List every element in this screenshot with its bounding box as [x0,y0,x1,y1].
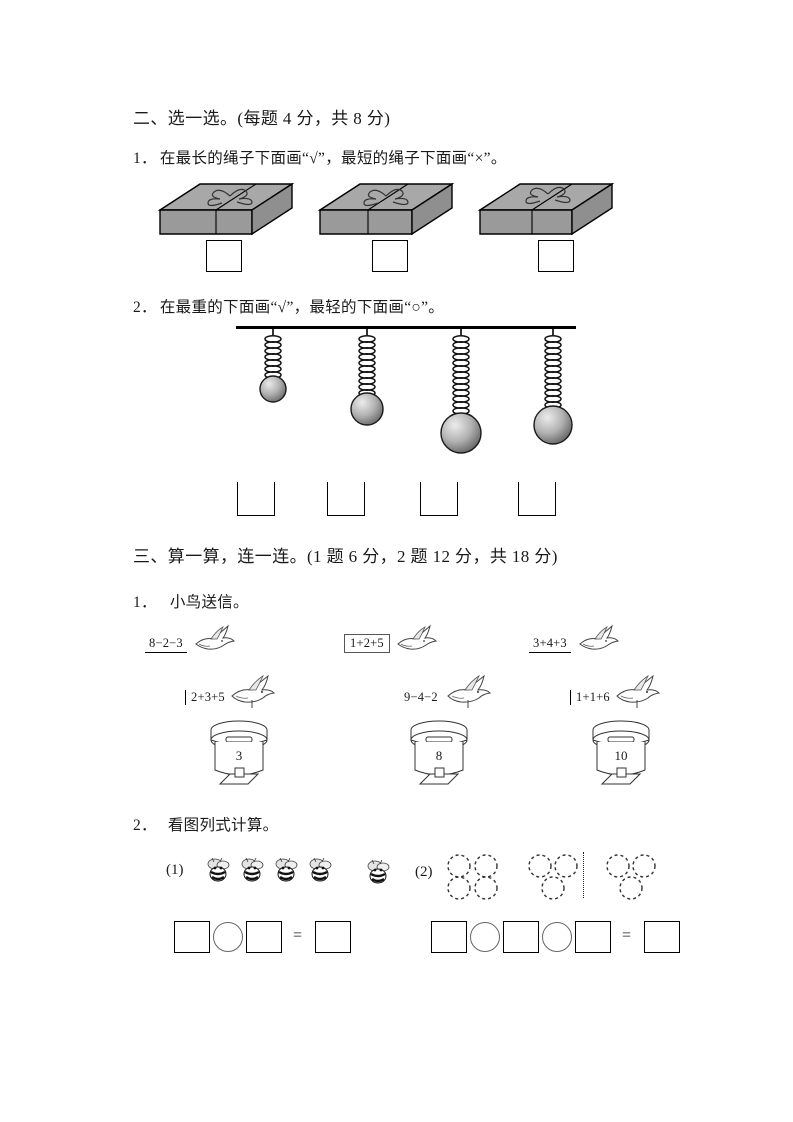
question-2-2-text: 在最重的下面画“√”，最轻的下面画“○”。 [159,299,445,316]
circle-group [443,852,505,902]
equation-slot-operator[interactable] [542,922,572,952]
bee-icon [363,858,393,888]
equation-slot-square[interactable] [246,921,282,953]
question-3-2-number: 2． [133,817,157,834]
spring-with-ball [250,329,296,429]
bee-icon [271,856,301,886]
spring-balance-diagram [228,326,580,486]
bird-icon [444,670,492,710]
expression-top[interactable]: 8−2−3 [145,636,187,653]
bee-icon [237,856,267,886]
mail-container-icon [578,716,664,794]
equation-slot-square[interactable] [315,921,351,953]
expression-bottom[interactable]: 2+3+5 [185,690,229,705]
answer-box[interactable] [372,240,408,272]
spring-with-ball [344,329,390,449]
question-2-1-line: 1．在最长的绳子下面画“√”，最短的绳子下面画“×”。 [133,146,507,168]
equation-slot-square[interactable] [503,921,539,953]
bird-icon [613,670,661,710]
circle-group [526,852,588,902]
bee-icon [305,856,335,886]
question-3-2-text: 看图列式计算。 [167,817,279,834]
question-2-1-number: 1． [133,150,157,167]
section-three-heading: 三、算一算，连一连。(1 题 6 分，2 题 12 分，共 18 分) [133,547,558,566]
bee-icon [203,856,233,886]
answer-box[interactable] [237,482,275,516]
equation-slot-operator[interactable] [470,922,500,952]
bird-icon [576,622,620,656]
answer-box[interactable] [538,240,574,272]
circle-group [604,852,666,902]
equals-sign: = [622,927,632,944]
spring-with-ball [528,329,578,469]
question-2-1-text: 在最长的绳子下面画“√”，最短的绳子下面画“×”。 [159,150,507,167]
mail-container-icon [396,716,482,794]
spring-with-ball [436,329,486,479]
group-divider [583,852,584,898]
pot-value: 8 [435,748,443,763]
subitem-2-label: (2) [415,864,433,880]
gift-box-icon [312,178,464,248]
question-3-2-line: 2． 看图列式计算。 [133,813,278,835]
question-3-1-line: 1． 小鸟送信。 [133,590,249,612]
expression-top[interactable]: 1+2+5 [344,634,390,653]
gift-box-icon [472,178,624,248]
equation-slot-square[interactable] [431,921,467,953]
section-two-heading: 二、选一选。(每题 4 分，共 8 分) [133,109,391,128]
answer-box[interactable] [420,482,458,516]
equation-slot-operator[interactable] [213,922,243,952]
answer-box[interactable] [327,482,365,516]
support-bar [236,326,576,330]
expression-top[interactable]: 3+4+3 [529,636,571,653]
question-2-2-line: 2．在最重的下面画“√”，最轻的下面画“○”。 [133,295,444,317]
expression-bottom[interactable]: 1+1+6 [570,690,614,705]
question-3-1-number: 1． [133,594,157,611]
expression-bottom[interactable]: 9−4−2 [404,690,438,704]
pot-value: 10 [614,748,628,763]
equation-slot-square[interactable] [644,921,680,953]
answer-box[interactable] [206,240,242,272]
question-3-1-text: 小鸟送信。 [169,594,249,611]
pot-value: 3 [235,748,243,763]
bird-icon [192,622,236,656]
equation-slot-square[interactable] [575,921,611,953]
bird-icon [394,622,438,656]
answer-box[interactable] [518,482,556,516]
gift-box-icon [152,178,304,248]
equation-slot-square[interactable] [174,921,210,953]
bird-icon [228,670,276,710]
equals-sign: = [293,927,303,944]
subitem-1-label: (1) [166,862,184,878]
mail-container-icon [196,716,282,794]
question-2-2-number: 2． [133,299,157,316]
